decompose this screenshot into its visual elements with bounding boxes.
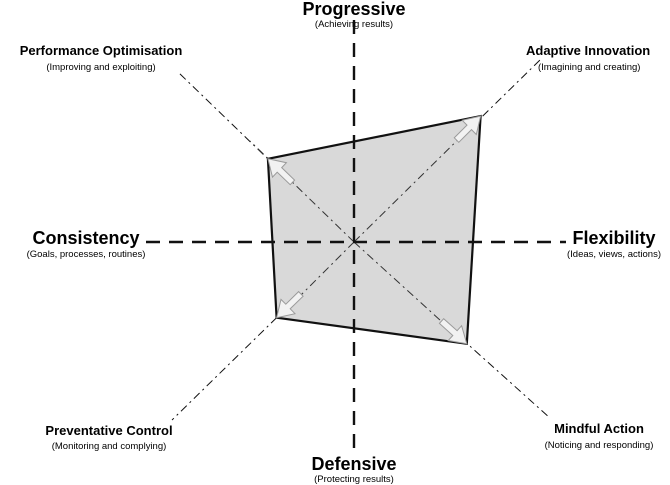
arrow-bottom-left-icon — [275, 290, 304, 319]
axis-right-title: Flexibility — [572, 228, 656, 248]
profile-shape — [266, 114, 482, 346]
quadrant-top-left-title: Performance Optimisation — [19, 43, 183, 58]
axis-label-left: Consistency (Goals, processes, routines) — [6, 229, 166, 260]
axis-label-right: Flexibility (Ideas, views, actions) — [560, 229, 668, 260]
diagonal-axis-overlay-1 — [249, 140, 355, 243]
quadrant-top-right-title: Adaptive Innovation — [526, 43, 651, 58]
axis-right-subtitle: (Ideas, views, actions) — [567, 249, 661, 260]
quadrant-label-bottom-left: Preventative Control (Monitoring and com… — [24, 424, 194, 452]
quadrant-bottom-right-subtitle: (Noticing and responding) — [544, 440, 654, 451]
quadrant-label-top-right: Adaptive Innovation (Imagining and creat… — [526, 44, 670, 73]
axis-bottom-subtitle: (Protecting results) — [314, 474, 394, 485]
diagonal-axis-overlay-4 — [299, 241, 355, 297]
axis-top-title: Progressive — [302, 0, 406, 19]
quadrant-top-left-subtitle: (Improving and exploiting) — [46, 62, 156, 73]
quadrant-label-top-left: Performance Optimisation (Improving and … — [0, 44, 202, 73]
axis-left-title: Consistency — [32, 228, 140, 248]
axis-left-subtitle: (Goals, processes, routines) — [26, 249, 146, 260]
quadrant-bottom-right-title: Mindful Action — [554, 421, 644, 436]
quadrant-label-bottom-right: Mindful Action (Noticing and responding) — [530, 422, 668, 451]
quadrant-bottom-left-subtitle: (Monitoring and complying) — [51, 441, 167, 452]
arrow-top-left-icon — [267, 158, 296, 186]
axis-label-top: Progressive (Achieving results) — [254, 0, 454, 30]
quadrant-bottom-left-title: Preventative Control — [45, 423, 173, 438]
arrow-top-right-icon — [453, 115, 482, 144]
quadrant-top-right-subtitle: (Imagining and creating) — [538, 62, 641, 73]
axis-bottom-title: Defensive — [311, 454, 397, 474]
axis-label-bottom: Defensive (Protecting results) — [254, 455, 454, 485]
arrow-bottom-right-icon — [438, 317, 468, 345]
axis-top-subtitle: (Achieving results) — [314, 19, 394, 30]
